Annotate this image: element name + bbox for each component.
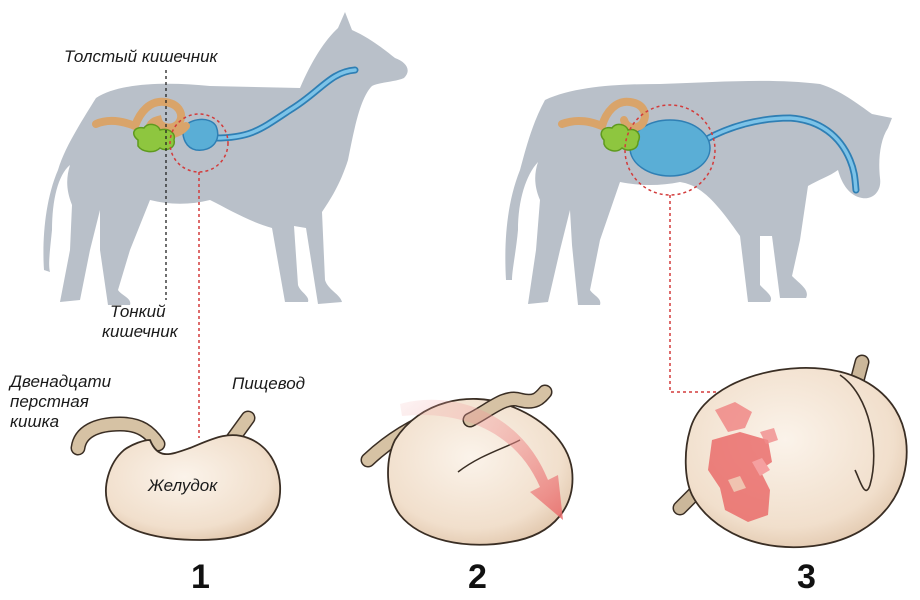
label-small-intestine-line2: кишечник bbox=[102, 322, 178, 341]
dog-silhouette-bloated bbox=[505, 80, 892, 305]
label-duodenum-line2: перстная bbox=[10, 392, 89, 411]
stomach-normal bbox=[70, 410, 282, 541]
stage-number-2: 2 bbox=[468, 558, 487, 596]
twist-arrow-icon bbox=[400, 399, 563, 520]
label-large-intestine: Толстый кишечник bbox=[64, 47, 218, 66]
stage-number-1: 1 bbox=[191, 558, 210, 596]
stomach-distended bbox=[672, 354, 908, 549]
label-esophagus: Пищевод bbox=[232, 374, 306, 393]
stomach-twisting bbox=[360, 384, 574, 546]
stage-number-3: 3 bbox=[797, 558, 816, 596]
leader-line-stomach-3 bbox=[669, 195, 732, 393]
label-small-intestine-line1: Тонкий bbox=[110, 302, 166, 321]
dog-silhouette-normal bbox=[43, 12, 408, 305]
label-duodenum-line1: Двенадцати bbox=[10, 372, 112, 391]
label-stomach: Желудок bbox=[148, 476, 218, 495]
label-duodenum-line3: кишка bbox=[10, 412, 60, 431]
